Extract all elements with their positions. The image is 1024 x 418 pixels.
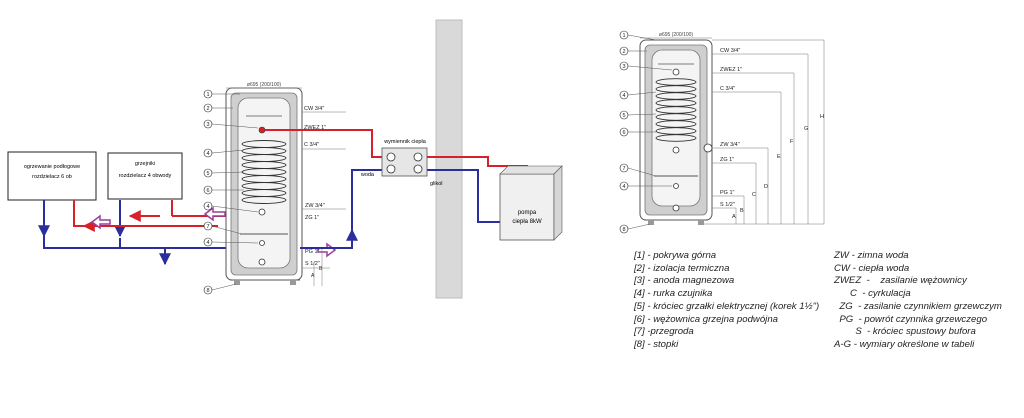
heat-pump-line2: ciepła 8kW (512, 219, 542, 225)
conn-cw: CW 3/4" (304, 106, 324, 112)
legend-item: A-G - wymiary określone w tabeli (834, 338, 975, 350)
legend-item: S - króciec spustowy bufora (834, 326, 976, 338)
r-callout-4b: 4 (622, 184, 625, 190)
callout-4b: 4 (206, 204, 209, 210)
exchanger-glycol-label: glikol (430, 181, 443, 187)
conn-pg: PG 1" (305, 249, 320, 255)
dim-c: C (752, 192, 756, 198)
conn-zwez: ZWEZ 1" (304, 125, 326, 131)
legend-item: ZW - zimna woda (834, 250, 909, 261)
heat-exchanger: wymiennik ciepła woda glikol (360, 139, 443, 187)
dim-b-right: B (740, 208, 744, 214)
r-callout-3: 3 (622, 64, 625, 70)
legend-item: ZWEZ - zasilanie wężownicy (834, 275, 967, 287)
r-conn-zwez: ZWEZ 1" (720, 67, 742, 73)
callout-4c: 4 (206, 240, 209, 246)
radiator-box-line2: rozdzielacz 4 obwody (119, 173, 172, 179)
legend-item: [1] - pokrywa górna (634, 250, 717, 261)
radiator-box-line1: grzejniki (135, 161, 155, 167)
callout-4: 4 (206, 151, 209, 157)
r-conn-c: C 3/4" (720, 86, 735, 92)
dim-a-right: A (732, 214, 736, 220)
r-conn-s: S 1/2" (720, 202, 735, 208)
callout-6: 6 (206, 188, 209, 194)
legend-item: [6] - wężownica grzejna podwójna (634, 313, 778, 325)
r-callout-5: 5 (622, 113, 625, 119)
tank-right-connections: CW 3/4" ZWEZ 1" C 3/4" ZW 3/4" ZG 1" PG … (720, 48, 742, 208)
radiator-distributor-box: grzejniki rozdzielacz 4 obwody (107, 152, 183, 200)
conn-zw: ZW 3/4" (305, 203, 325, 209)
callout-2: 2 (206, 106, 209, 112)
dim-g: G (804, 126, 808, 132)
r-conn-zg: ZG 1" (720, 157, 734, 163)
legend-item: [3] - anoda magnezowa (634, 275, 735, 287)
underfloor-box-line2: rozdzielacz 6 ob (32, 174, 72, 180)
r-callout-7: 7 (622, 166, 625, 172)
wall (435, 19, 463, 299)
return-from-exchanger (300, 169, 500, 249)
underfloor-distributor-box: ogrzewanie podłogowe rozdzielacz 6 ob (7, 151, 97, 201)
dim-a: A (311, 273, 315, 279)
dim-e: E (777, 154, 781, 160)
legend-item: CW - ciepła woda (834, 262, 910, 274)
heat-pump-line1: pompa (518, 210, 537, 216)
buffer-tank-left: ø695 (200/100) (225, 82, 303, 285)
callout-7: 7 (206, 224, 209, 230)
callout-8: 8 (206, 288, 209, 294)
r-conn-zw: ZW 3/4" (720, 142, 740, 148)
legend-components: [1] - pokrywa górna [2] - izolacja termi… (634, 250, 819, 352)
legend-item: [5] - króciec grzałki elektrycznej (kore… (634, 300, 820, 312)
tank-right-callouts: 1 2 3 4 5 6 7 4 8 (619, 30, 673, 234)
r-callout-2: 2 (622, 49, 625, 55)
tank-right-dimension-labels: H G F E D C B A (732, 114, 824, 220)
conn-c: C 3/4" (304, 142, 319, 148)
callout-3: 3 (206, 122, 209, 128)
dim-b: B (319, 266, 323, 272)
legend-abbreviations: ZW - zimna woda CW - ciepła woda ZWEZ - … (834, 250, 1002, 352)
callout-5: 5 (206, 171, 209, 177)
r-callout-1: 1 (622, 33, 625, 39)
tank-right-dimension-lines (704, 39, 825, 225)
conn-s: S 1/2" (305, 261, 320, 267)
conn-zg: ZG 1" (305, 215, 319, 221)
underfloor-box-line1: ogrzewanie podłogowe (24, 164, 80, 170)
legend-item: C - cyrkulacja (834, 288, 911, 300)
exchanger-title: wymiennik ciepła (383, 139, 427, 145)
tank-right-top-dimension: ø695 (200/100) (659, 32, 694, 38)
r-callout-4: 4 (622, 93, 625, 99)
legend-item: [8] - stopki (634, 338, 679, 350)
legend-item: ZG - zasilanie czynnikiem grzewczym (834, 300, 1002, 312)
legend-item: PG - powrót czynnika grzewczego (834, 313, 988, 325)
exchanger-water-label: woda (360, 172, 375, 178)
tank-left-callouts: 1 2 3 4 5 6 4 7 4 8 (203, 89, 259, 295)
callout-1: 1 (206, 92, 209, 98)
legend-item: [2] - izolacja termiczna (634, 262, 730, 274)
dim-f: F (790, 139, 794, 145)
tank-left-top-dimension: ø695 (200/100) (247, 82, 282, 88)
return-pipes (38, 200, 300, 266)
heat-pump: pompa ciepła 8kW (499, 165, 563, 241)
r-callout-6: 6 (622, 130, 625, 136)
r-conn-cw: CW 3/4" (720, 48, 740, 54)
dim-h: H (820, 114, 824, 120)
legend-item: [7] -przegroda (634, 326, 694, 338)
buffer-tank-right: ø695 (200/100) (639, 32, 713, 225)
legend-item: [4] - rurka czujnika (634, 288, 713, 300)
r-callout-8: 8 (622, 227, 625, 233)
dim-d: D (764, 184, 768, 190)
r-conn-pg: PG 1" (720, 190, 735, 196)
tank-left-connections: CW 3/4" ZWEZ 1" C 3/4" ZW 3/4" ZG 1" PG … (302, 106, 346, 286)
